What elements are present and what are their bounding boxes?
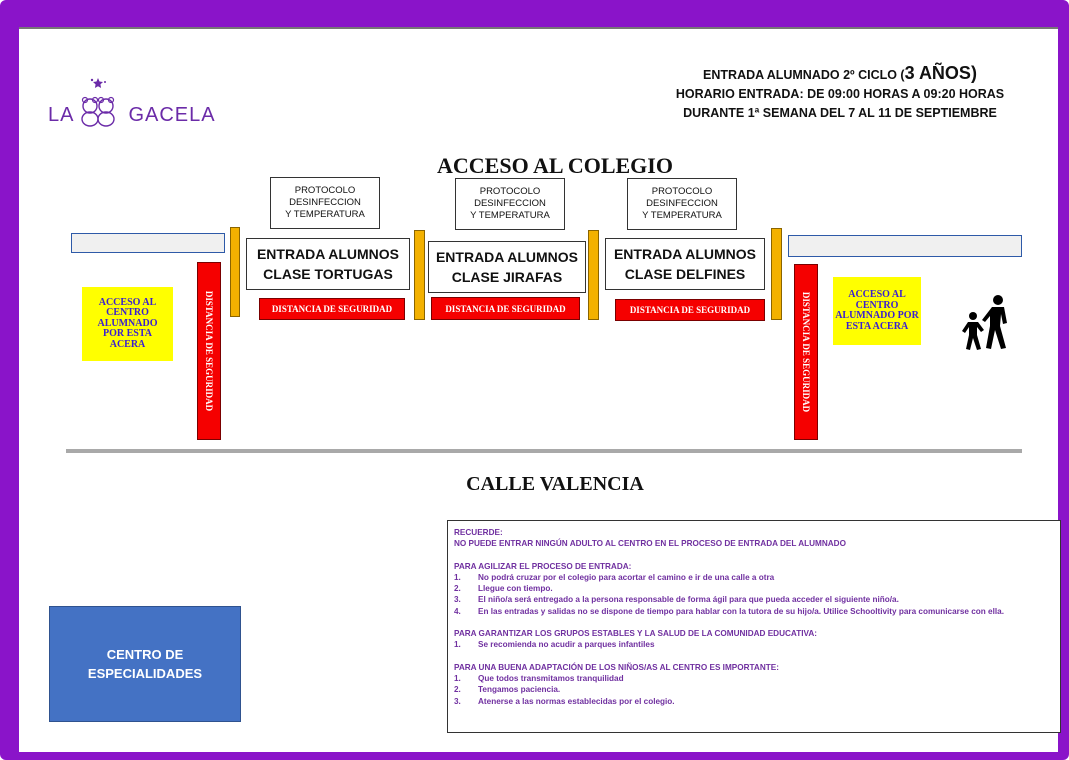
list-item: 1.Se recomienda no acudir a parques infa…: [454, 640, 655, 650]
teddy-bears-stars-icon: [81, 78, 115, 127]
school-logo: LA GACELA: [48, 70, 238, 130]
notice-recuerde: RECUERDE:: [454, 528, 503, 537]
safety-distance-vertical-right: DISTANCIA DE SEGURIDAD: [794, 264, 818, 440]
adult-child-walking-icon: [962, 295, 1007, 350]
list-item: 1.No podrá cruzar por el colegio para ac…: [454, 572, 775, 582]
list-item: 3.El niño/a será entregado a la persona …: [454, 595, 899, 605]
header-line-3: DURANTE 1ª SEMANA DEL 7 AL 11 DE SEPTIEM…: [683, 106, 997, 120]
logo-text-la: LA: [48, 104, 75, 126]
list-item: 1.Que todos transmitamos tranquilidad: [454, 673, 624, 683]
access-title: ACCESO AL COLEGIO: [437, 153, 673, 178]
street-line: [66, 449, 1022, 453]
notice-section-3-title: PARA UNA BUENA ADAPTACIÓN DE LOS NIÑOS/A…: [454, 662, 779, 672]
safety-distance-bar-3: DISTANCIA DE SEGURIDAD: [615, 299, 765, 321]
header-line-2: HORARIO ENTRADA: DE 09:00 HORAS A 09:20 …: [675, 87, 1005, 101]
list-item: 3.Atenerse a las normas establecidas por…: [454, 696, 675, 706]
notice-section-1-title: PARA AGILIZAR EL PROCESO DE ENTRADA:: [454, 561, 632, 571]
list-item: 4.En las entradas y salidas no se dispon…: [454, 606, 1004, 616]
logo-wordmark: LA GACELA: [48, 104, 216, 127]
list-item: 2.Llegue con tiempo.: [454, 584, 553, 594]
notice-box: RECUERDE: NO PUEDE ENTRAR NINGÚN ADULTO …: [447, 520, 1061, 733]
gate-post-4: [771, 228, 782, 320]
notice-rule: NO PUEDE ENTRAR NINGÚN ADULTO AL CENTRO …: [454, 539, 846, 549]
entry-schedule-header: ENTRADA ALUMNADO 2º CICLO (3 AÑOS) HORAR…: [660, 64, 1020, 123]
safety-distance-bar-2: DISTANCIA DE SEGURIDAD: [431, 297, 580, 320]
notice-section-2-title: PARA GARANTIZAR LOS GRUPOS ESTABLES Y LA…: [454, 629, 817, 639]
header-line-1: ENTRADA ALUMNADO 2º CICLO (3 AÑOS): [703, 63, 977, 83]
gate-post-3: [588, 230, 599, 320]
right-sidewalk-bar: [788, 235, 1022, 257]
logo-text-gacela: GACELA: [128, 104, 216, 126]
list-item: 2.Tengamos paciencia.: [454, 685, 561, 695]
gate-post-1: [230, 227, 240, 317]
left-sidewalk-bar: [71, 233, 225, 253]
street-title: CALLE VALENCIA: [466, 473, 644, 495]
safety-distance-bar-1: DISTANCIA DE SEGURIDAD: [259, 298, 405, 320]
gate-post-2: [414, 230, 425, 320]
safety-distance-vertical-left: DISTANCIA DE SEGURIDAD: [197, 262, 221, 440]
